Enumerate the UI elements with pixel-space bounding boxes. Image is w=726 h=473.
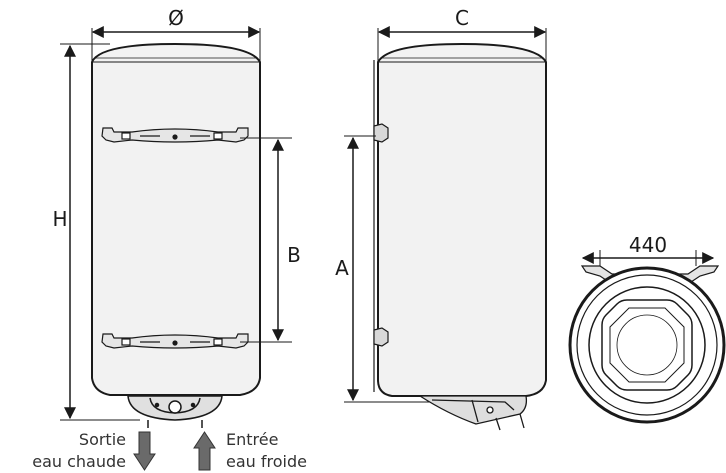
inlet-caption-line2: eau froide [226,452,307,471]
up-arrow-icon [193,431,216,471]
water-connections: Sortie eau chaude Entrée eau froide [32,430,307,471]
diameter-label: Ø [168,6,184,30]
outlet-caption-line2: eau chaude [32,452,126,471]
side-control-cap [417,395,528,431]
front-control-cap [127,395,223,428]
outlet-caption-line1: Sortie [79,430,126,449]
side-view: C A [332,6,547,431]
top-wall-bracket [101,127,249,143]
inlet-caption-line1: Entrée [226,430,278,449]
top-width-label: 440 [629,233,667,257]
side-tank-body [377,42,547,397]
height-label: H [52,207,67,231]
depth-label: C [455,6,469,30]
side-height-label: A [335,256,349,280]
side-bottom-hook [373,327,389,347]
bottom-wall-bracket [101,333,249,349]
top-view: 440 [568,233,726,424]
top-view-outer-ring [568,266,726,424]
top-view-inner-cover [601,299,693,391]
side-top-hook [373,123,389,143]
front-view: Ø H B [48,6,301,428]
down-arrow-icon [133,431,156,471]
bracket-spacing-label: B [287,243,301,267]
